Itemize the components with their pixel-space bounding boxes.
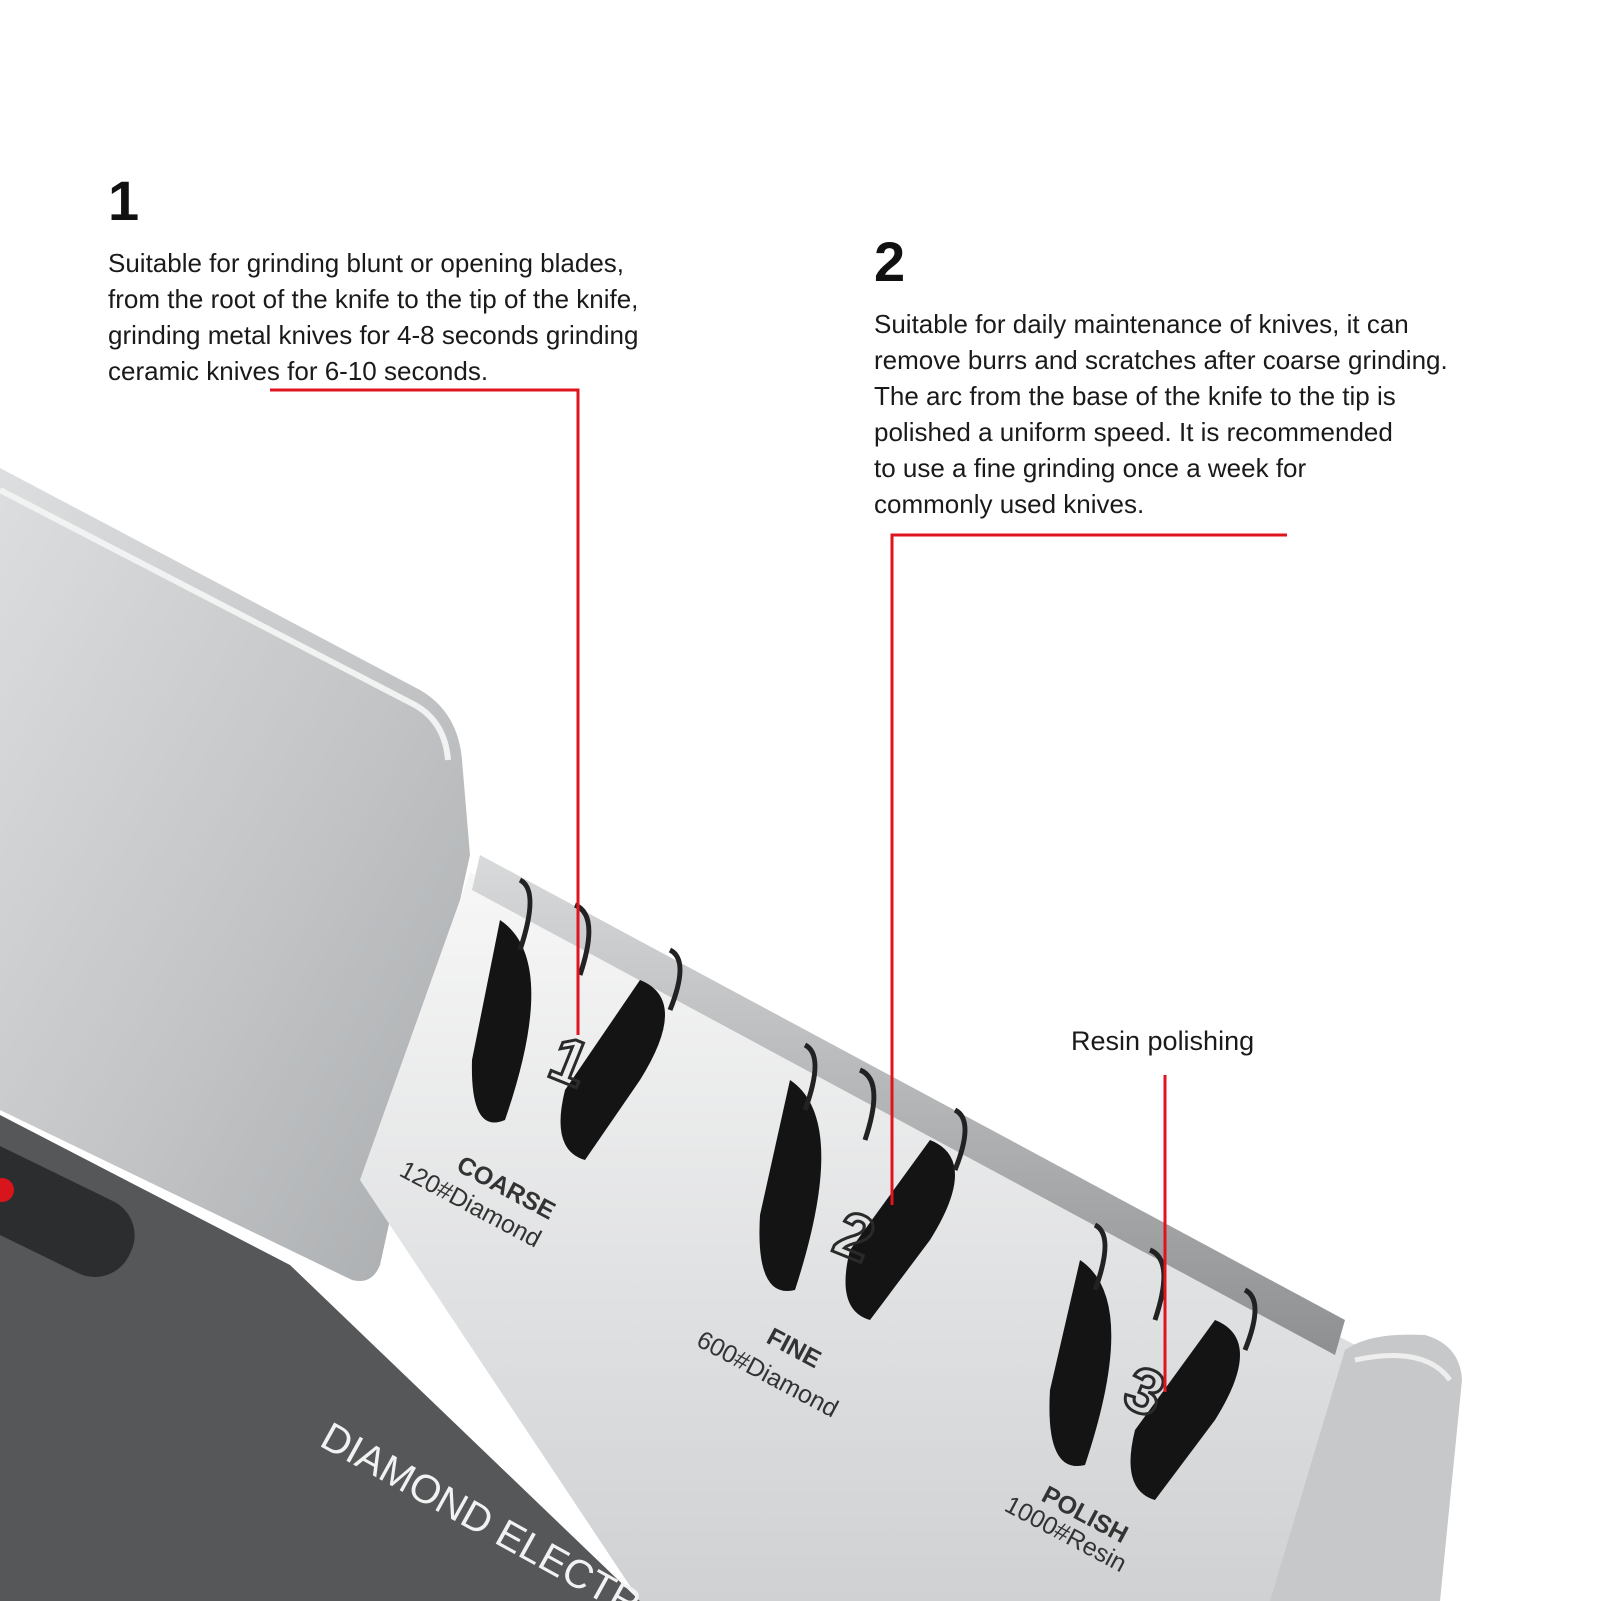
end-cap-highlight	[1354, 1353, 1453, 1382]
callout-1-line: ceramic knives for 6-10 seconds.	[108, 356, 489, 386]
callout-1-description: Suitable for grinding blunt or opening b…	[108, 245, 638, 389]
callout-1-leader-line	[270, 388, 580, 1035]
callout-2-number: 2	[874, 230, 906, 293]
callout-1-line: grinding metal knives for 4-8 seconds gr…	[108, 320, 639, 350]
callout-2-leader-line	[890, 533, 1287, 1205]
power-indicator-light	[0, 1178, 14, 1202]
slot-3-polish	[1049, 1222, 1258, 1500]
callout-2-line: polished a uniform speed. It is recommen…	[874, 417, 1393, 447]
callout-1-number: 1	[108, 169, 140, 232]
callout-2-description: Suitable for daily maintenance of knives…	[874, 306, 1448, 522]
callout-2-line: remove burrs and scratches after coarse …	[874, 345, 1448, 375]
callout-2-line: to use a fine grinding once a week for	[874, 453, 1307, 483]
callout-1-line: from the root of the knife to the tip of…	[108, 284, 639, 314]
callout-1-line: Suitable for grinding blunt or opening b…	[108, 248, 625, 278]
slot-1-coarse	[471, 877, 683, 1160]
callout-2-line: commonly used knives.	[874, 489, 1145, 519]
callout-2-line: The arc from the base of the knife to th…	[874, 381, 1396, 411]
callout-2-line: Suitable for daily maintenance of knives…	[874, 309, 1409, 339]
end-cap	[1270, 1334, 1462, 1601]
slot-2-fine	[759, 1042, 968, 1320]
power-button	[0, 1143, 135, 1277]
housing-edge-highlight	[0, 487, 451, 761]
base-body	[0, 1115, 640, 1601]
callout-3-label: Resin polishing	[1071, 1026, 1255, 1056]
slot-rail	[472, 855, 1345, 1355]
